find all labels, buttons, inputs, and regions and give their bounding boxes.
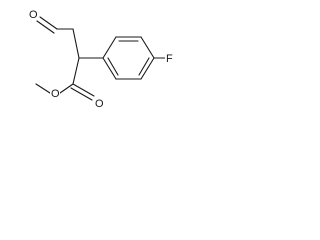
aldehyde-c-o-double-bond-1 [39, 16, 58, 30]
ring-bond-6 [102, 57, 117, 80]
ring-inner-double-bond-2 [138, 57, 150, 76]
ester-oxygen-label: O [51, 88, 60, 100]
ester-oxygen-to-methyl-bond [35, 83, 51, 94]
carbonyl-oxygen-label-bg [94, 97, 104, 109]
aldehyde-c-o-double-bond-2 [36, 20, 55, 34]
ester-oxygen-label-bg [50, 87, 60, 99]
chiral-carbon-to-ester-carbon-bond [72, 57, 80, 85]
ring-bond-4 [140, 57, 155, 80]
carbonyl-oxygen-label: O [95, 98, 104, 110]
aldehyde-oxygen-label-bg [28, 8, 38, 20]
aldehyde-oxygen-label: O [29, 9, 38, 21]
ring-bond-1 [102, 36, 117, 59]
ch2-to-chiral-carbon-bond [72, 28, 80, 59]
ring-inner-double-bond-3 [107, 57, 119, 76]
molecule-drawing: O F O O [28, 8, 175, 110]
fluorine-label-bg [165, 52, 175, 64]
ring-bond-3 [140, 36, 155, 59]
fluorine-label: F [166, 53, 173, 65]
ester-carbonyl-double-bond-1 [72, 83, 95, 97]
ester-carbon-to-oxygen-bond [59, 83, 74, 94]
chemical-structure-canvas: O F O O [0, 0, 200, 124]
ester-carbonyl-double-bond-2 [70, 87, 93, 101]
